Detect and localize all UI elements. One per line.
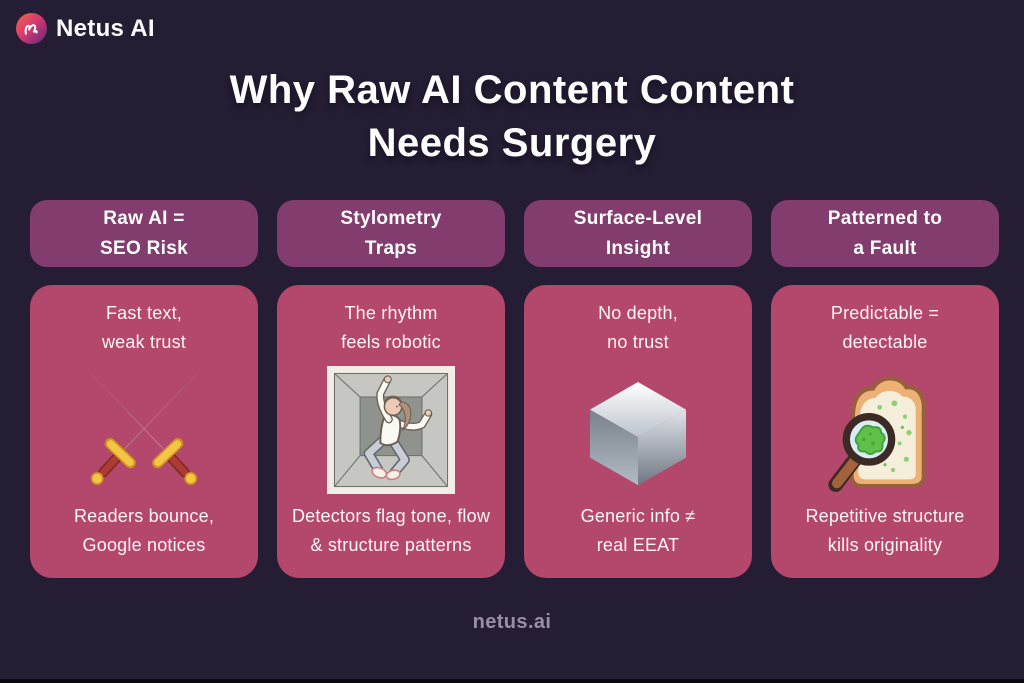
card-bottom-line-2: Google notices (82, 535, 206, 556)
card-top-line-2: detectable (842, 331, 928, 352)
pill-line-2: Insight (605, 237, 671, 259)
card-bottom-text: Repetitive structure kills originality (805, 502, 964, 560)
card-bottom-line-1: Detectors flag tone, flow (291, 506, 491, 527)
card-icon-area (578, 357, 698, 503)
header-pill-stylometry-traps: Stylometry Traps (277, 200, 505, 267)
card-bottom-text: Readers bounce, Google notices (74, 502, 214, 560)
pill-line-2: SEO Risk (100, 237, 188, 259)
pill-line-1: Stylometry (340, 208, 442, 230)
page-title-line-2: Needs Surgery (367, 121, 657, 166)
card-bottom-line-1: Readers bounce, (73, 506, 215, 527)
pill-line-1: Patterned to (827, 208, 943, 230)
bottom-edge-bar (0, 679, 1024, 683)
card-top-text: Predictable = detectable (831, 299, 939, 357)
pill-line-2: a Fault (853, 237, 917, 259)
header-pill-patterned-to-a-fault: Patterned to a Fault (771, 200, 999, 267)
card-bottom-text: Generic info ≠ real EEAT (581, 502, 696, 560)
card-top-line-1: Predictable = (830, 303, 940, 323)
card-top-text: No depth, no trust (598, 299, 678, 357)
info-card-raw-ai-seo-risk: Fast text, weak trust (30, 285, 258, 578)
card-top-line-2: feels robotic (341, 331, 441, 352)
info-card-patterned-to-a-fault: Predictable = detectable (771, 285, 999, 578)
footer-site-label: netus.ai (472, 611, 552, 633)
card-top-text: Fast text, weak trust (102, 299, 186, 357)
column-raw-ai-seo-risk: Raw AI = SEO Risk Fast text, weak trust (30, 200, 258, 578)
info-card-stylometry-traps: The rhythm feels robotic (277, 285, 505, 578)
card-icon-area (73, 357, 215, 503)
crossed-swords-icon (73, 366, 215, 493)
header-pill-raw-ai-seo-risk: Raw AI = SEO Risk (30, 200, 258, 267)
column-surface-level-insight: Surface-Level Insight No depth, no trust (524, 200, 752, 578)
column-stylometry-traps: Stylometry Traps The rhythm feels roboti… (277, 200, 505, 578)
card-top-text: The rhythm feels robotic (341, 299, 441, 357)
page-title: Why Raw AI Content Content Needs Surgery (0, 64, 1024, 170)
card-top-line-1: No depth, (598, 303, 678, 323)
card-top-line-1: The rhythm (344, 303, 438, 323)
card-bottom-line-2: real EEAT (596, 535, 680, 556)
pill-line-2: Traps (364, 237, 418, 259)
pill-line-1: Surface-Level (573, 208, 703, 230)
card-top-line-2: no trust (607, 331, 669, 352)
card-bottom-line-1: Repetitive structure (805, 506, 965, 527)
header-pill-surface-level-insight: Surface-Level Insight (524, 200, 752, 267)
card-bottom-line-1: Generic info ≠ (580, 506, 696, 527)
card-icon-area (818, 357, 952, 503)
netus-logo-icon (16, 13, 47, 44)
pill-line-1: Raw AI = (103, 208, 185, 230)
metallic-cube-icon (590, 381, 686, 485)
brand-name: Netus AI (56, 14, 155, 42)
card-top-line-1: Fast text, (105, 303, 183, 323)
column-patterned-to-a-fault: Patterned to a Fault Predictable = detec… (771, 200, 999, 578)
card-bottom-text: Detectors flag tone, flow & structure pa… (292, 502, 490, 560)
moldy-bread-magnifier-icon (828, 376, 926, 492)
card-bottom-line-2: kills originality (827, 535, 943, 556)
card-bottom-line-2: & structure patterns (310, 535, 472, 556)
brand-logo: Netus AI (16, 13, 155, 44)
card-top-line-2: weak trust (101, 331, 187, 352)
page-title-line-1: Why Raw AI Content Content (229, 68, 795, 112)
person-in-box-icon (327, 365, 455, 494)
netus-n-glyph (24, 24, 38, 35)
columns-grid: Raw AI = SEO Risk Fast text, weak trust (30, 200, 999, 578)
info-card-surface-level-insight: No depth, no trust (524, 285, 752, 578)
card-icon-area (327, 357, 455, 503)
